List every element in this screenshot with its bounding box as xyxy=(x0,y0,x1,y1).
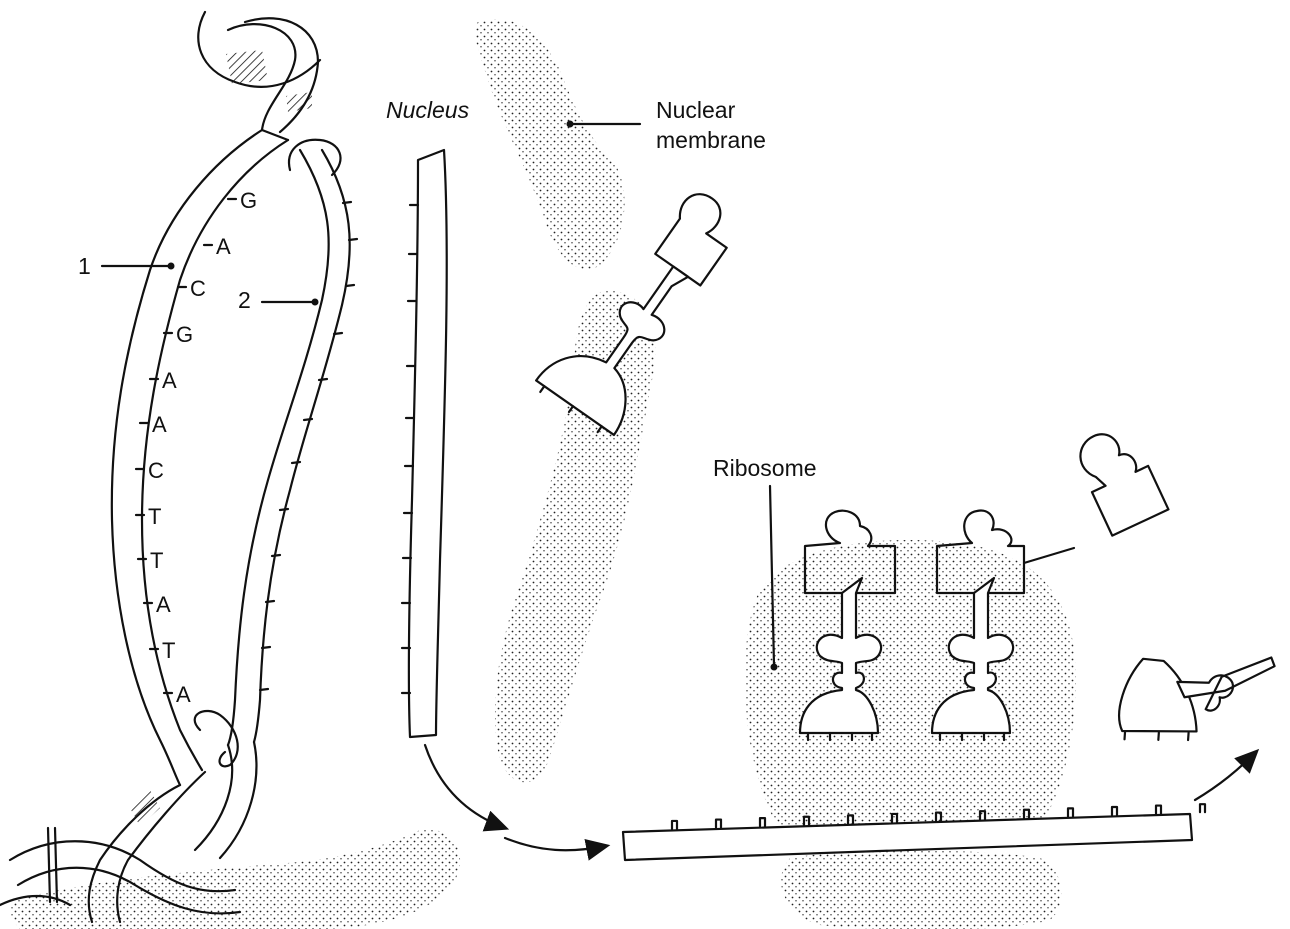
codon-tick xyxy=(760,818,765,826)
peptide-chain xyxy=(1071,421,1169,536)
trna-departing-body xyxy=(1111,652,1215,755)
base-letter: A xyxy=(216,234,231,259)
ribosome-small-subunit xyxy=(781,851,1061,929)
base-letter: A xyxy=(152,412,167,437)
strand-1-inner xyxy=(142,140,288,770)
strand-2-ticks xyxy=(260,202,357,690)
base-letter: A xyxy=(156,592,171,617)
codon-tick xyxy=(1156,806,1161,814)
arrow-to-mrna xyxy=(505,838,606,850)
base-letter: T xyxy=(162,638,175,663)
growing-peptide xyxy=(1071,421,1169,536)
codon-tick xyxy=(672,821,677,829)
strand-2-label-group: 2 xyxy=(238,287,319,313)
strand-1-dot xyxy=(168,263,175,270)
base-letter: C xyxy=(148,458,164,483)
ribosome-large-subunit xyxy=(745,540,1076,830)
arrow-to-ribosome xyxy=(425,745,505,828)
strand-1-label-group: 1 xyxy=(78,253,175,279)
codon-tick xyxy=(1068,808,1073,816)
strand-2-dot xyxy=(312,299,319,306)
membrane-segment-bottom xyxy=(11,829,460,929)
dna-helix xyxy=(0,12,357,922)
peptide-bond-line xyxy=(1024,548,1074,563)
ribosome: Ribosome xyxy=(713,455,1076,929)
dna-bottom-coil-5 xyxy=(195,745,232,850)
nuclear-membrane xyxy=(11,19,655,929)
membrane-segment-top xyxy=(475,19,624,269)
strand-2-label: 2 xyxy=(238,287,251,313)
arrow-departure xyxy=(1195,752,1256,800)
mrna-strand-body xyxy=(409,150,447,737)
ribosome-label: Ribosome xyxy=(713,455,817,481)
base-letter: A xyxy=(162,368,177,393)
strand-1-top-join xyxy=(262,130,288,140)
base-letter: T xyxy=(150,548,163,573)
dna-bottom-hatch xyxy=(130,790,160,826)
ribosome-dot xyxy=(771,664,778,671)
base-letter: A xyxy=(176,682,191,707)
dna-bottom-coil-6 xyxy=(220,742,256,858)
codon-tick xyxy=(716,820,721,828)
strand-2-inner xyxy=(254,150,350,742)
base-letter: T xyxy=(148,504,161,529)
trna-departing xyxy=(1109,614,1277,779)
base-letter: G xyxy=(176,322,193,347)
amino-acid-blob-top xyxy=(650,187,745,286)
trna-stem-top xyxy=(536,240,712,435)
nuclear-membrane-label-line2: membrane xyxy=(656,127,766,153)
nucleus-label: Nucleus xyxy=(386,97,470,123)
mrna-strand-in-nucleus xyxy=(402,150,447,737)
dna-top-hatch xyxy=(226,50,268,84)
strand-2-outer xyxy=(228,150,329,745)
dna-top-hatch-2 xyxy=(286,92,312,112)
base-letter: G xyxy=(240,188,257,213)
codon-tick xyxy=(1200,804,1205,812)
nuclear-membrane-label-line1: Nuclear xyxy=(656,97,736,123)
codon-tick xyxy=(1112,807,1117,815)
strand-1-label: 1 xyxy=(78,253,91,279)
dna-bottom-bars xyxy=(48,828,57,902)
base-letter: C xyxy=(190,276,206,301)
